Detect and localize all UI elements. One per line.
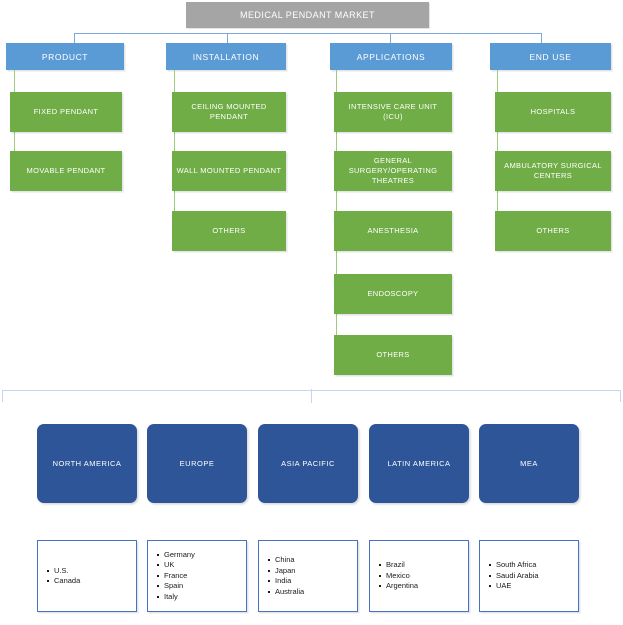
category-header-product[interactable]: PRODUCT xyxy=(6,43,124,70)
country-list-item: UK xyxy=(157,560,195,571)
leaf-installation-2[interactable]: WALL MOUNTED PENDANT xyxy=(172,151,286,191)
region-box-north-america[interactable]: NORTH AMERICA xyxy=(37,424,137,503)
country-list-item: Italy xyxy=(157,592,195,603)
country-list-item: South Africa xyxy=(489,560,539,571)
leaf-end-use-2[interactable]: AMBULATORY SURGICAL CENTERS xyxy=(495,151,611,191)
country-list-item: UAE xyxy=(489,581,539,592)
leaf-installation-3[interactable]: OTHERS xyxy=(172,211,286,251)
top-connector-drop-installation xyxy=(227,33,228,43)
leaf-applications-5[interactable]: OTHERS xyxy=(334,335,452,375)
top-connector-drop-applications xyxy=(390,33,391,43)
category-header-installation[interactable]: INSTALLATION xyxy=(166,43,286,70)
regional-section-stem xyxy=(311,389,312,403)
country-list-item: Japan xyxy=(267,566,304,577)
leaf-installation-1[interactable]: CEILING MOUNTED PENDANT xyxy=(172,92,286,132)
region-box-latin-america[interactable]: LATIN AMERICA xyxy=(369,424,469,503)
country-list-item: Australia xyxy=(267,586,305,596)
country-list: U.S.Canada xyxy=(38,566,80,587)
leaf-applications-3[interactable]: ANESTHESIA xyxy=(334,211,452,251)
country-list-item: Spain xyxy=(157,581,195,592)
leaf-end-use-3[interactable]: OTHERS xyxy=(495,211,611,251)
country-list-item: Mexico xyxy=(378,571,418,582)
page-title: MEDICAL PENDANT MARKET xyxy=(186,2,429,28)
country-list-item: U.S. xyxy=(46,566,80,577)
region-box-mea[interactable]: MEA xyxy=(479,424,579,503)
leaf-applications-2[interactable]: GENERAL SURGERY/OPERATING THEATRES xyxy=(334,151,452,191)
region-box-europe[interactable]: EUROPE xyxy=(147,424,247,503)
country-list-item: Saudi Arabia xyxy=(489,570,539,580)
country-list-item: Brazil xyxy=(378,560,418,571)
top-connector-bracket xyxy=(74,33,542,43)
region-box-asia-pacific[interactable]: ASIA PACIFIC xyxy=(258,424,358,503)
country-list-item: China xyxy=(267,555,304,566)
country-list-item: France xyxy=(157,571,195,582)
leaf-product-1[interactable]: FIXED PENDANT xyxy=(10,92,122,132)
category-header-end-use[interactable]: END USE xyxy=(490,43,611,70)
leaf-applications-4[interactable]: ENDOSCOPY xyxy=(334,274,452,314)
country-list-item: India xyxy=(267,576,304,587)
country-list-item: Canada xyxy=(46,576,81,585)
leaf-product-2[interactable]: MOVABLE PENDANT xyxy=(10,151,122,191)
country-list-item: Argentina xyxy=(378,581,419,591)
country-list-north-america: U.S.Canada xyxy=(37,540,137,612)
leaf-applications-1[interactable]: INTENSIVE CARE UNIT (ICU) xyxy=(334,92,452,132)
country-list-item: Germany xyxy=(157,549,195,559)
leaf-end-use-1[interactable]: HOSPITALS xyxy=(495,92,611,132)
category-header-applications[interactable]: APPLICATIONS xyxy=(330,43,452,70)
